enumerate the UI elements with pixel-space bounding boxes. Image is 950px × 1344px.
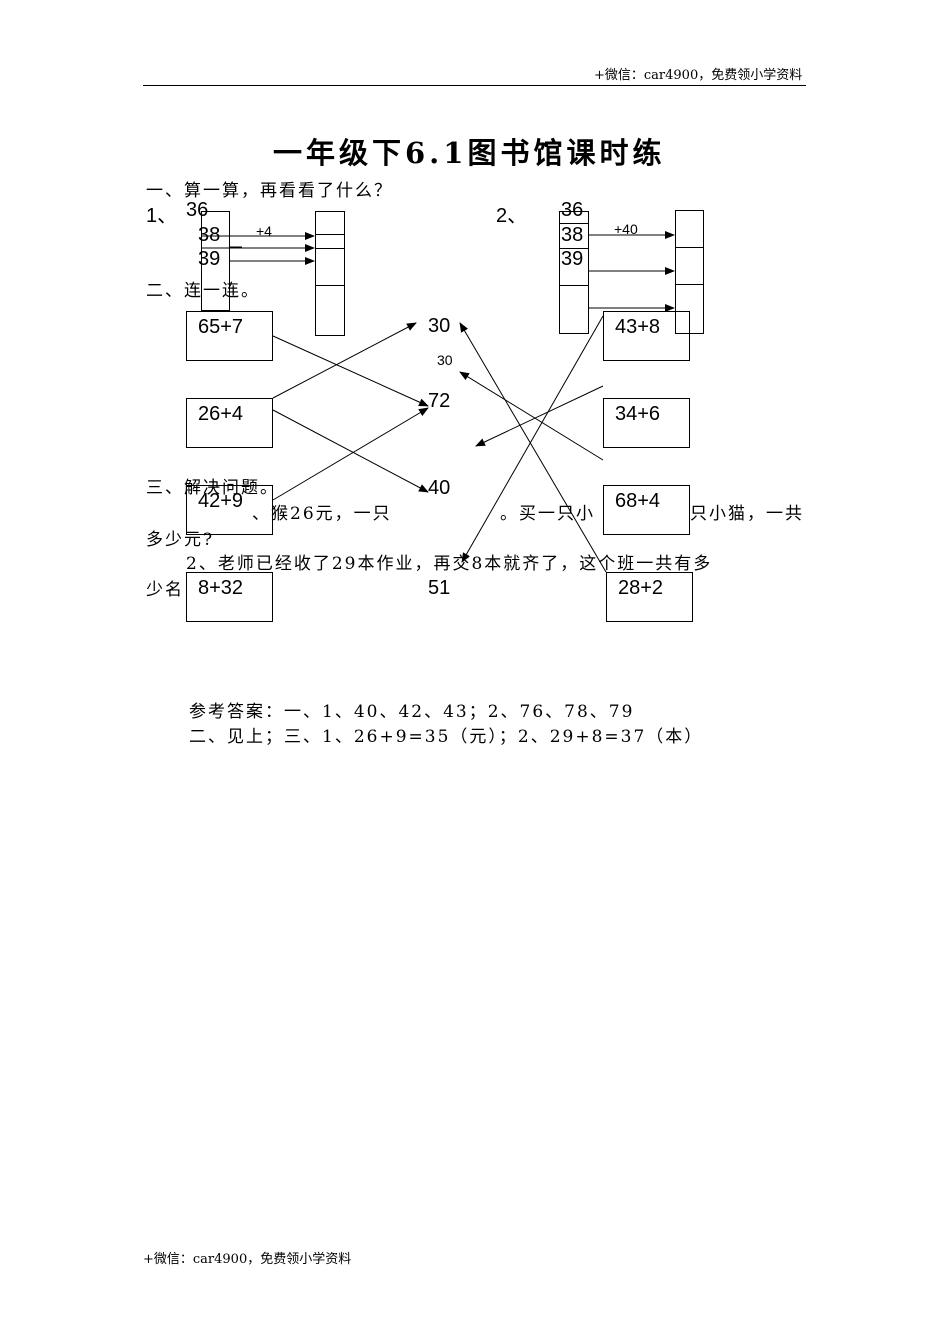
right-expr-2: 34+6 [603, 398, 690, 448]
section3-q1-start: 、猴26元，一只 [252, 504, 392, 524]
link-68+4-30 [459, 371, 604, 461]
link-65+7-72 [272, 335, 429, 407]
q1-number-1: 36 [186, 199, 209, 221]
section3-q1-cont: 多少元? [146, 530, 215, 550]
header-divider [143, 85, 806, 86]
right-expr-4: 28+2 [606, 572, 693, 622]
answer-line-1: 参考答案：一、1、40、42、43；2、76、78、79 [189, 702, 635, 722]
q2-operation: +40 [614, 221, 638, 237]
left-expr-2: 26+4 [186, 398, 273, 448]
link-26+4-40 [272, 409, 429, 493]
section3-q2-cont: 少名 [146, 580, 184, 600]
q2-number-3: 39 [561, 248, 584, 270]
left-expr-4: 8+32 [186, 572, 273, 622]
mid-value-30: 30 [428, 315, 451, 337]
left-expr-1: 65+7 [186, 311, 273, 361]
q1-number-2: 38 [198, 224, 221, 246]
q1-answer-column [315, 211, 345, 336]
mid-value-51: 51 [428, 577, 451, 599]
q1-input-column [201, 211, 230, 311]
answer-line-2: 二、见上；三、1、26+9=35（元）；2、29+8=37（本） [189, 727, 704, 747]
q2-input-column [559, 211, 589, 334]
link-28+2-30 [459, 322, 607, 573]
page-title: 一年级下6.1图书馆课时练 [273, 136, 666, 170]
link-43+8-51 [461, 315, 604, 563]
mid-value-40: 40 [428, 477, 451, 499]
q2-label: 2、 [496, 205, 528, 227]
mid-value-72: 72 [428, 390, 451, 412]
section2-heading: 二、连一连。 [146, 281, 260, 301]
section3-q2: 2、老师已经收了29本作业，再交8本就齐了，这个班一共有多 [186, 554, 713, 574]
q1-label: 1、 [146, 205, 178, 227]
section3-q1-end: 只小猫，一共 [690, 504, 804, 524]
right-expr-1: 43+8 [603, 311, 690, 361]
q2-number-2: 38 [561, 224, 584, 246]
q1-number-3: 39 [198, 248, 221, 270]
section3-heading: 三、解决问题。 [146, 478, 279, 498]
section1-heading: 一、算一算，再看看了什么？ [146, 181, 393, 201]
section3-q1-mid: 。买一只小 [500, 504, 595, 524]
left-expr-3: 42+9 [186, 485, 273, 535]
link-42+9-72 [272, 407, 429, 501]
mid-value-30-small: 30 [437, 352, 453, 368]
q2-number-1: 36 [561, 199, 584, 221]
link-34+6-40 [475, 385, 604, 447]
q1-operation: +4 [256, 223, 272, 239]
page-footer: +微信：car4900，免费领小学资料 [143, 1252, 352, 1267]
right-expr-3: 68+4 [603, 485, 690, 535]
link-26+4-30 [272, 322, 417, 399]
page-header: +微信：car4900，免费领小学资料 [594, 68, 803, 83]
